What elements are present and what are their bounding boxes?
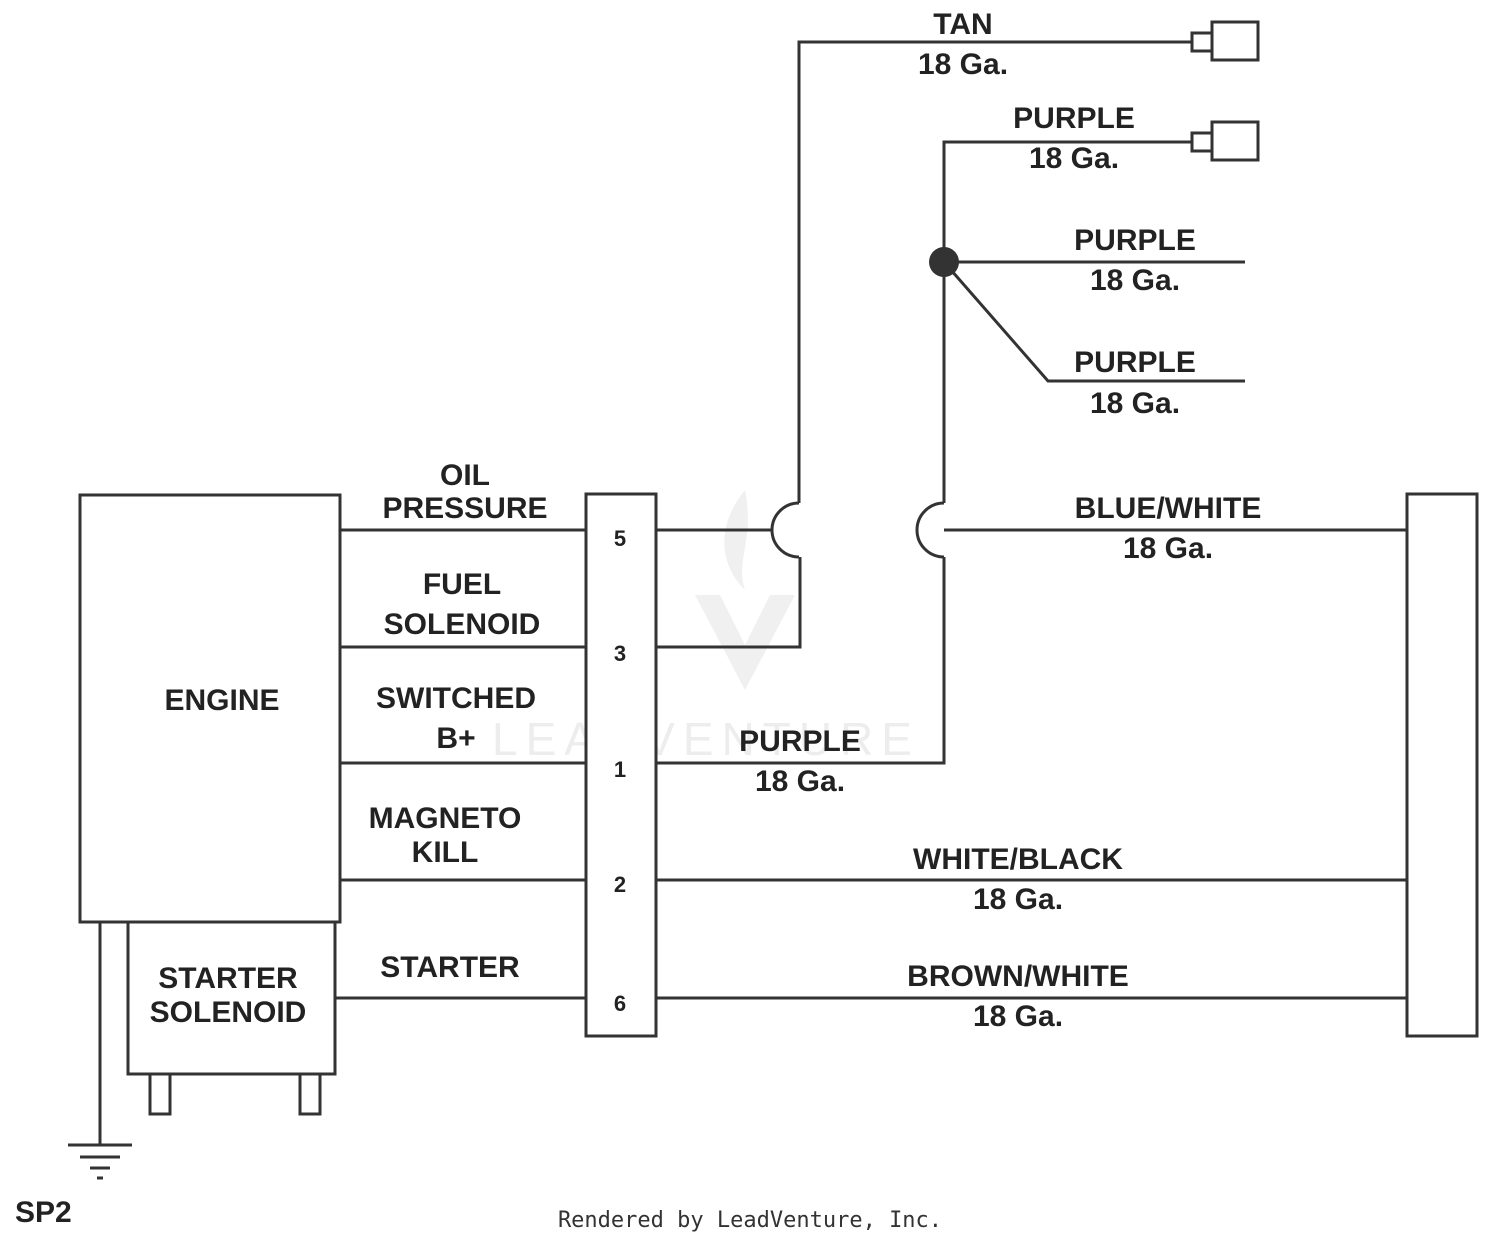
blue-white-hop-2-bottom: [915, 529, 945, 559]
tan-connector-small: [1190, 31, 1214, 53]
watermark-text: LEADVENTURE: [492, 713, 920, 765]
connector-block: [584, 492, 658, 1038]
blue-white-hop-2-top: [915, 501, 945, 531]
fuel-solenoid-label-2: SOLENOID: [384, 608, 541, 641]
purple-pin1-gauge-label: 18 Ga.: [755, 765, 845, 798]
blue-white-gauge-label: 18 Ga.: [1123, 532, 1213, 565]
tan-color-label: TAN: [933, 8, 992, 41]
right-module-block: [1405, 492, 1479, 1038]
purple-wire-upper: [942, 140, 1192, 503]
watermark-logo: [695, 490, 795, 690]
tan-wire-lower: [656, 557, 802, 649]
watermark-flame-icon: [724, 490, 748, 590]
watermark-v-icon: [695, 595, 795, 690]
pin-6-label: 6: [614, 991, 626, 1016]
solenoid-terminal-right: [298, 1072, 322, 1116]
purple-mid-color-label: PURPLE: [1074, 224, 1196, 257]
tan-connector-large: [1210, 20, 1260, 62]
purple-mid-gauge-label: 18 Ga.: [1090, 264, 1180, 297]
pin-1-label: 1: [614, 757, 626, 782]
starter-label: STARTER: [380, 951, 520, 984]
tan-wire-upper: [797, 40, 1192, 503]
ground-label: SP2: [15, 1196, 72, 1229]
purple-top-gauge-label: 18 Ga.: [1029, 142, 1119, 175]
engine-block: [78, 493, 342, 924]
starter-solenoid-block: [126, 920, 337, 1076]
purple-connector-large: [1210, 120, 1260, 162]
solenoid-terminal-left: [148, 1072, 172, 1116]
pin-2-label: 2: [614, 872, 626, 897]
starter-solenoid-label-2: SOLENOID: [150, 996, 307, 1029]
magneto-kill-label-1: MAGNETO: [369, 802, 522, 835]
brown-white-color-label: BROWN/WHITE: [907, 960, 1129, 993]
switched-label-2: B+: [436, 722, 475, 755]
purple-pin1-wire-lower: [656, 557, 946, 765]
switched-label-1: SWITCHED: [376, 682, 536, 715]
oil-pressure-label-1: OIL: [440, 459, 490, 492]
magneto-kill-label-2: KILL: [412, 836, 479, 869]
blue-white-hop-1-bottom: [770, 529, 800, 559]
blue-white-color-label: BLUE/WHITE: [1075, 492, 1262, 525]
purple-branch-low: [942, 261, 1245, 383]
credit-text: Rendered by LeadVenture, Inc.: [558, 1208, 942, 1233]
purple-top-color-label: PURPLE: [1013, 102, 1135, 135]
blue-white-hop-1-top: [770, 501, 800, 531]
purple-pin1-color-label: PURPLE: [739, 725, 861, 758]
tan-gauge-label: 18 Ga.: [918, 48, 1008, 81]
white-black-color-label: WHITE/BLACK: [913, 843, 1123, 876]
purple-connector-small: [1190, 131, 1214, 153]
engine-label: ENGINE: [164, 684, 279, 717]
oil-pressure-label-2: PRESSURE: [382, 492, 547, 525]
starter-solenoid-label-1: STARTER: [158, 962, 298, 995]
purple-low-gauge-label: 18 Ga.: [1090, 387, 1180, 420]
white-black-gauge-label: 18 Ga.: [973, 883, 1063, 916]
pin-5-label: 5: [614, 526, 626, 551]
splice-dot: [929, 247, 959, 277]
pin-3-label: 3: [614, 641, 626, 666]
brown-white-gauge-label: 18 Ga.: [973, 1000, 1063, 1033]
ground-icon: [68, 1143, 132, 1180]
purple-low-color-label: PURPLE: [1074, 346, 1196, 379]
fuel-solenoid-label-1: FUEL: [423, 568, 501, 601]
